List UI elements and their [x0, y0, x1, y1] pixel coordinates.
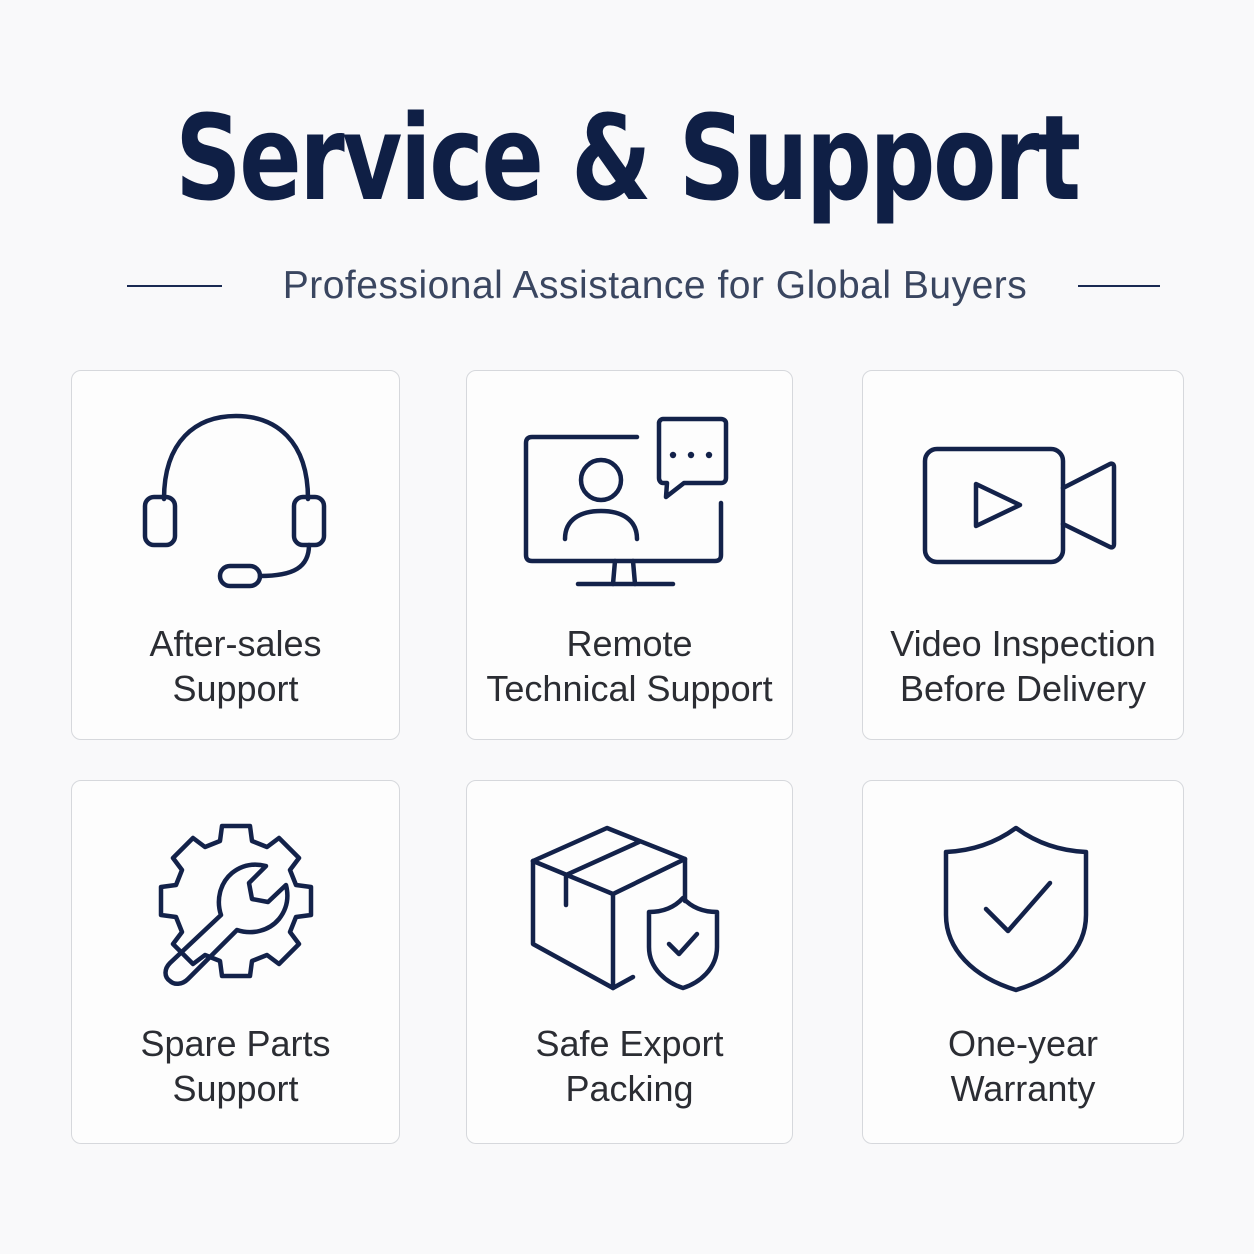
page-title: Service & Support: [175, 89, 1081, 227]
card-label-line1: After-sales: [149, 623, 322, 664]
subtitle-divider-right: [1078, 285, 1160, 287]
card-label-line1: Safe Export: [535, 1023, 724, 1064]
card-label-line1: Remote: [566, 623, 693, 664]
service-card-warranty: One-year Warranty: [862, 780, 1184, 1144]
headset-icon: [142, 413, 327, 589]
card-label-line2: Before Delivery: [899, 668, 1147, 709]
card-label-line2: Packing: [565, 1068, 694, 1109]
card-label-line2: Support: [172, 668, 299, 709]
card-label-line1: Video Inspection: [890, 623, 1156, 664]
card-label-line2: Support: [172, 1068, 299, 1109]
card-label-line2: Technical Support: [486, 668, 773, 709]
service-card-spare-parts: Spare Parts Support: [71, 780, 400, 1144]
shield-check-icon: [943, 825, 1089, 993]
service-card-video-inspection: Video Inspection Before Delivery: [862, 370, 1184, 740]
page-subtitle: Professional Assistance for Global Buyer…: [282, 264, 1028, 307]
card-label-line1: One-year: [947, 1023, 1099, 1064]
subtitle-row: Professional Assistance for Global Buyer…: [0, 262, 1254, 310]
service-card-after-sales: After-sales Support: [71, 370, 400, 740]
gear-wrench-icon: [158, 823, 314, 986]
box-shield-icon: [530, 825, 720, 991]
card-label-line2: Warranty: [950, 1068, 1096, 1109]
card-label-line1: Spare Parts: [140, 1023, 331, 1064]
video-camera-icon: [922, 446, 1117, 565]
service-card-safe-packing: Safe Export Packing: [466, 780, 793, 1144]
service-card-remote-support: Remote Technical Support: [466, 370, 793, 740]
subtitle-divider-left: [127, 285, 222, 287]
video-chat-monitor-icon: [523, 416, 729, 587]
